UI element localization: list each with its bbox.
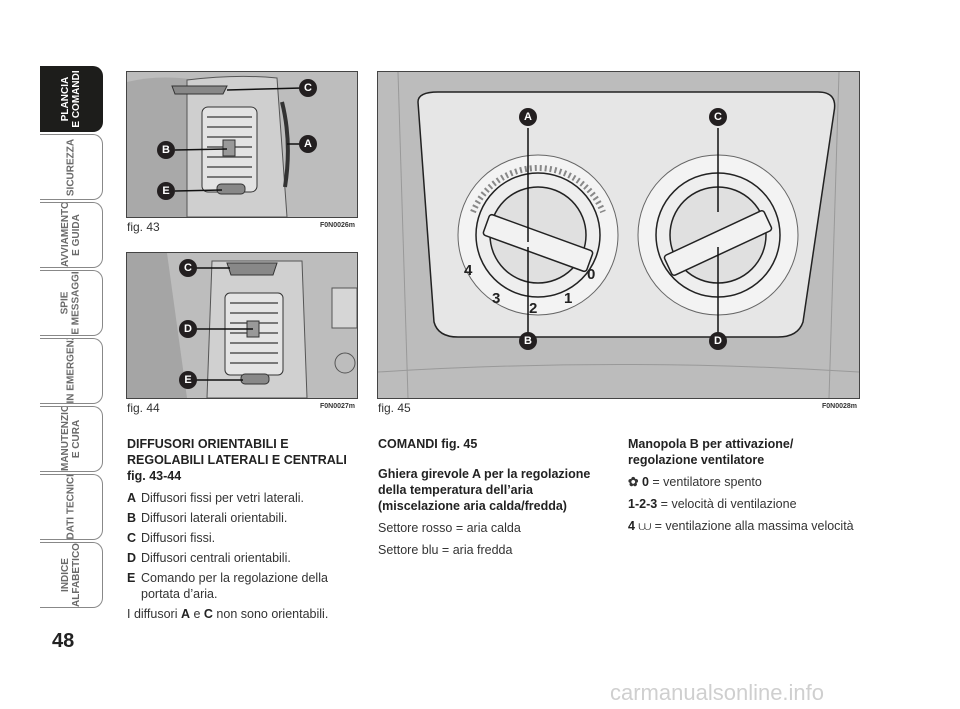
- tab-dati-tecnici[interactable]: DATI TECNICI: [40, 474, 103, 540]
- fig-45-caption: fig. 45: [378, 401, 411, 415]
- speed-1-label: 1: [564, 290, 573, 307]
- callout-c: C: [709, 108, 727, 126]
- callout-a: A: [299, 135, 317, 153]
- defrost-icon: ⩊: [638, 519, 652, 533]
- section-heading-vents: DIFFUSORI ORIENTABILI E REGOLABILI LATER…: [127, 437, 347, 483]
- fan-row-4: 4 ⩊ = ventilazione alla massima velocità: [628, 519, 854, 533]
- tab-plancia[interactable]: PLANCIA E COMANDI: [40, 66, 103, 132]
- tab-avviamento[interactable]: AVVIAMENTO E GUIDA: [40, 202, 103, 268]
- speed-3-label: 3: [492, 290, 501, 307]
- fig-45-code: F0N0028m: [822, 403, 858, 410]
- figure-45-climate-controls: A C B D 4 3 2 1 0: [377, 71, 860, 399]
- blue-sector-text: Settore blu = aria fredda: [378, 543, 513, 557]
- center-vent-illustration: [127, 253, 357, 398]
- callout-e: E: [179, 371, 197, 389]
- speed-0-label: 0: [587, 266, 596, 283]
- section-heading-controls: COMANDI fig. 45: [378, 437, 478, 451]
- fan-row-0: ✿ 0 = ventilatore spento: [628, 475, 762, 489]
- callout-b: B: [519, 332, 537, 350]
- fig-43-code: F0N0026m: [320, 222, 356, 229]
- callout-c: C: [179, 259, 197, 277]
- figure-44-center-vents: C D E: [126, 252, 358, 399]
- tab-emergenza[interactable]: IN EMERGENZA: [40, 338, 103, 404]
- fan-knob-heading: Manopola B per attivazione/ regolazione …: [628, 437, 794, 467]
- fan-row-123: 1-2-3 = velocità di ventilazione: [628, 497, 797, 511]
- tab-manutenzione[interactable]: MANUTENZIONE E CURA: [40, 406, 103, 472]
- callout-e: E: [157, 182, 175, 200]
- callout-b: B: [157, 141, 175, 159]
- tab-spie[interactable]: SPIE E MESSAGGI: [40, 270, 103, 336]
- tab-indice[interactable]: INDICE ALFABETICO: [40, 542, 103, 608]
- fig-43-caption: fig. 43: [127, 220, 160, 234]
- text-column-fan: Manopola B per attivazione/ regolazione …: [628, 436, 860, 540]
- tab-sicurezza[interactable]: SICUREZZA: [40, 134, 103, 200]
- figure-43-side-vents: C A B E: [126, 71, 358, 218]
- vent-illustration: [127, 72, 357, 217]
- text-column-vents: DIFFUSORI ORIENTABILI E REGOLABILI LATER…: [127, 436, 359, 628]
- callout-d: D: [179, 320, 197, 338]
- vents-note: I diffusori A e C non sono orientabili.: [127, 607, 329, 621]
- climate-panel-illustration: [378, 72, 859, 398]
- red-sector-text: Settore rosso = aria calda: [378, 521, 521, 535]
- page-number: 48: [52, 630, 75, 652]
- callout-a: A: [519, 108, 537, 126]
- fan-icon: ✿: [628, 475, 642, 489]
- temperature-ring-heading: Ghiera girevole A per la regolazione del…: [378, 467, 591, 513]
- fig-44-caption: fig. 44: [127, 401, 160, 415]
- watermark: carmanualsonline.info: [610, 680, 825, 705]
- speed-2-label: 2: [529, 300, 538, 317]
- text-column-controls: COMANDI fig. 45 Ghiera girevole A per la…: [378, 436, 603, 564]
- speed-4-label: 4: [464, 262, 473, 279]
- callout-d: D: [709, 332, 727, 350]
- callout-c: C: [299, 79, 317, 97]
- fig-44-code: F0N0027m: [320, 403, 356, 410]
